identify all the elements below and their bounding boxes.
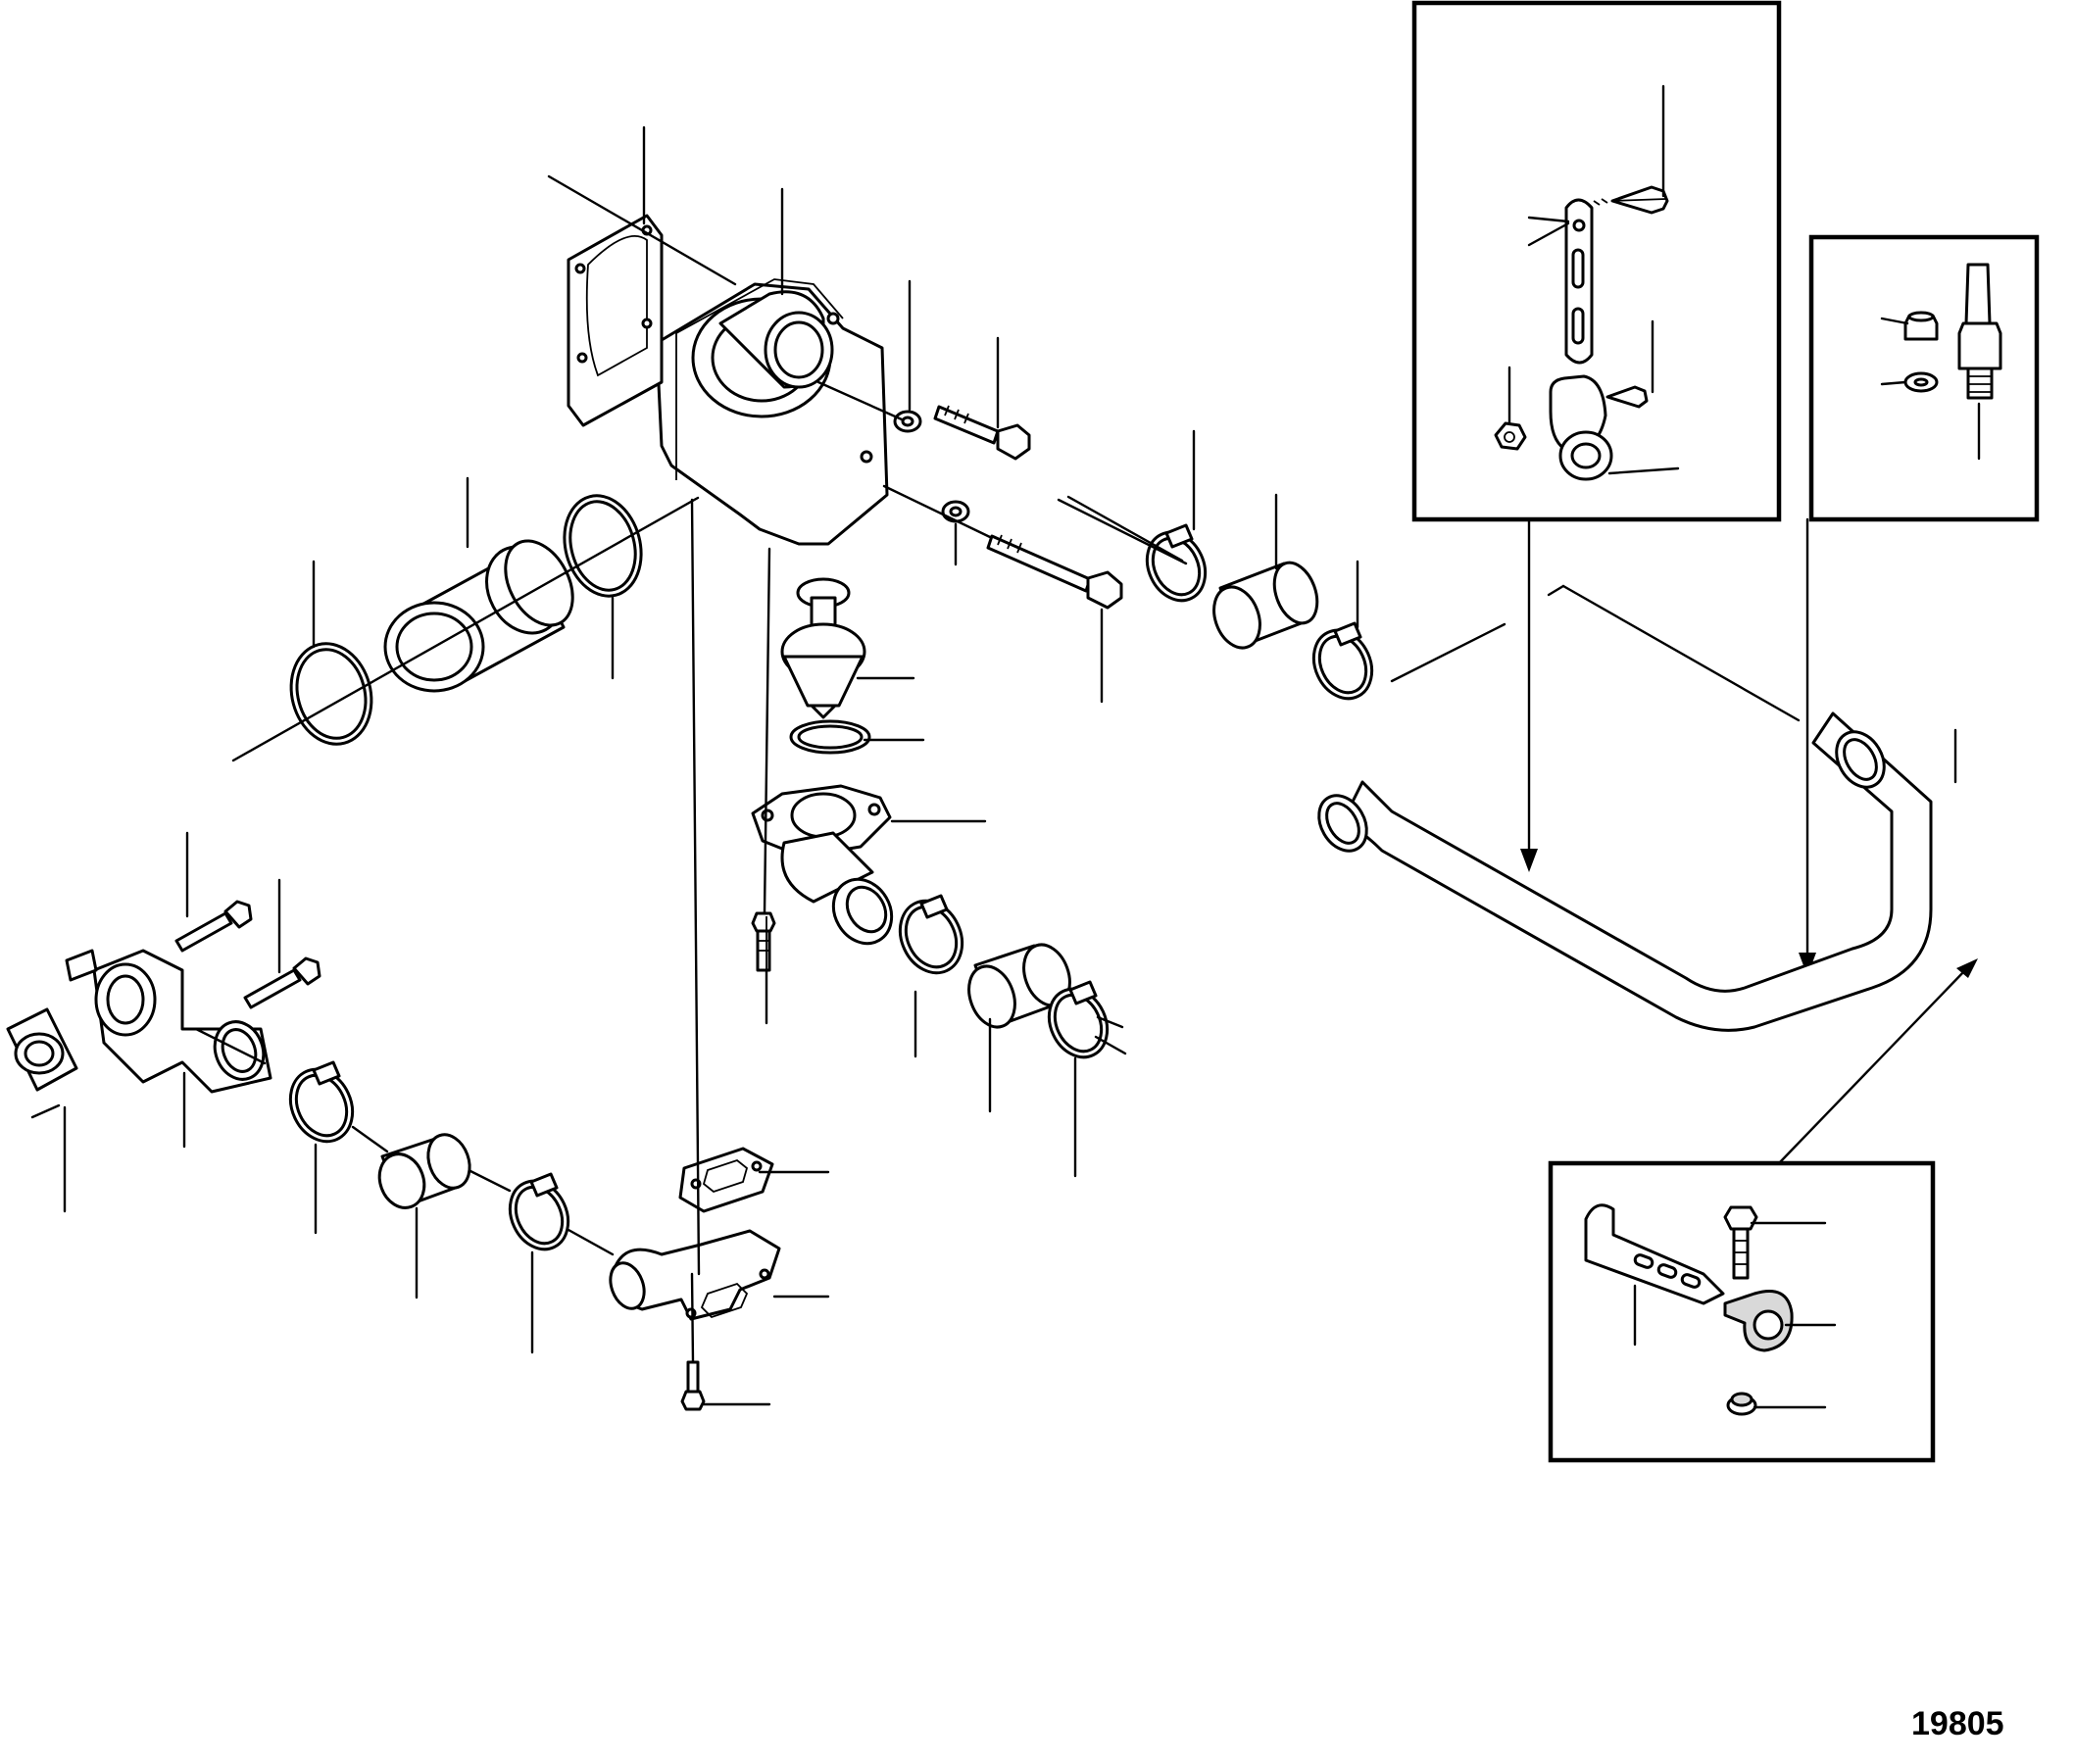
small-gasket [678,1147,774,1213]
inset-box-bracket-clamp [1411,0,1782,522]
connecting-hose [377,1133,471,1209]
hose-clamp-3 [898,894,964,975]
inset-p-clamp [1723,1290,1794,1352]
inset-bolt [1585,185,1669,215]
elbow-cover [751,784,894,946]
inset-box-fitting [1808,234,2040,522]
thermostat-seal [789,719,871,755]
inlet-bolt-2 [243,956,321,1009]
thermostat-sleeve [383,539,574,693]
inset-plug [1903,311,1939,341]
washer-upper [893,410,922,433]
bolt-upper [933,405,1031,461]
o-ring-left [289,642,373,746]
washer-lower [941,500,970,523]
hose-clamp-2 [1311,621,1374,701]
inset-slotted-strap [1564,198,1594,365]
inlet-bolt-1 [174,900,253,953]
screw-elbow [751,911,776,972]
inset-washer [1903,371,1939,393]
inlet-flange [6,1007,78,1092]
drawing-number: 19805 [1911,1705,2004,1742]
inset-hex-nut [1494,421,1527,451]
inset-hex-bolt [1723,1205,1758,1280]
housing-gasket [567,214,664,427]
leader-lines [30,125,1957,1406]
inset-angle-bracket [1584,1203,1725,1305]
inset-nipple-fitting [1957,263,2002,400]
outlet-hose [1212,561,1319,650]
callout-arrows [1520,517,1978,1165]
bolt-lower [986,534,1123,610]
hose-clamp-5 [288,1060,355,1144]
bypass-hose [967,943,1071,1029]
thermostat [780,577,866,719]
hose-clamp-6 [508,1172,570,1251]
thermostat-housing [655,278,889,546]
hose-clamp-4 [1047,980,1110,1059]
inset-box-support-bracket [1548,1160,1936,1463]
screw-lower [680,1360,706,1411]
o-ring-right [563,494,643,598]
inset-pipe-clamp [1549,374,1613,481]
hose-clamp-1 [1145,523,1208,603]
water-pipe [1317,711,1933,1032]
inlet-elbow [65,949,272,1094]
axis-lines [194,174,1801,1364]
inset-flange-nut [1726,1392,1757,1416]
